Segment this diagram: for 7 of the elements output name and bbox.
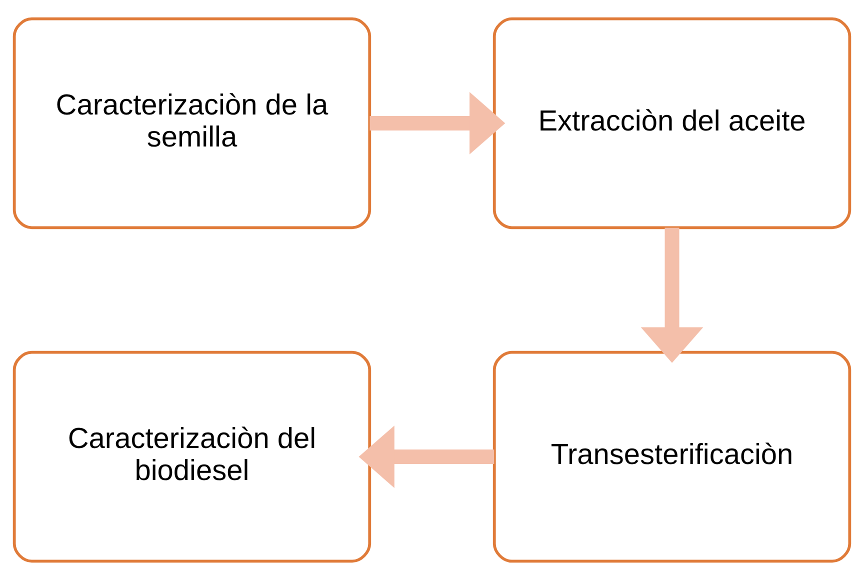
node-box: Caracterizaciòn del biodiesel [12,350,372,563]
node-box: Transesterificaciòn [492,350,852,563]
arrow [640,228,704,363]
arrow [370,92,506,154]
node-box: Extracciòn del aceite [492,17,852,230]
arrow [358,426,494,488]
node-box: Caracterizaciòn de la semilla [12,17,372,230]
